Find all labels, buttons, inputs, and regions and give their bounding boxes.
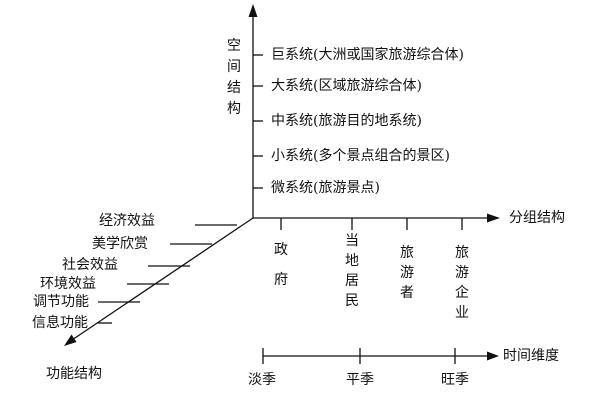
function-economic: 经济效益: [99, 213, 155, 229]
group-tourism-enterprises-text: 旅游企业: [455, 245, 469, 321]
spatial-level-medium: 中系统(旅游目的地系统): [271, 113, 422, 129]
group-government: 政 府: [273, 235, 302, 295]
spatial-level-micro: 微系统(旅游景点): [271, 180, 380, 196]
spatial-axis-title-text: 空间结构: [227, 38, 241, 117]
function-social: 社会效益: [62, 257, 118, 273]
time-arrowhead: [487, 351, 499, 361]
spatial-axis-title: 空间结构: [226, 36, 242, 120]
spatial-level-giant: 巨系统(大洲或国家旅游综合体): [271, 47, 464, 63]
function-aesthetic: 美学欣赏: [92, 236, 148, 252]
season-low: 淡季: [248, 372, 276, 388]
time-axis-title: 时间维度: [503, 348, 559, 364]
group-local-residents-text: 当地居民: [345, 233, 359, 309]
spatial-level-small: 小系统(多个景点组合的景区): [271, 148, 450, 164]
function-environmental: 环境效益: [40, 276, 96, 292]
group-tourists: 旅游者: [399, 243, 415, 303]
grouping-arrowhead: [487, 213, 500, 223]
group-tourists-text: 旅游者: [400, 245, 414, 301]
functional-axis-line: [71, 217, 254, 341]
group-tourism-enterprises: 旅游企业: [454, 243, 470, 323]
spatial-arrowhead: [248, 4, 258, 17]
group-local-residents: 当地居民: [344, 231, 360, 311]
group-government-text: 政 府: [274, 242, 302, 288]
season-mid: 平季: [346, 372, 374, 388]
functional-arrowhead: [64, 334, 77, 346]
function-information: 信息功能: [32, 315, 88, 331]
grouping-axis-title: 分组结构: [509, 210, 565, 226]
function-regulation: 调节功能: [33, 294, 89, 310]
season-peak: 旺季: [441, 372, 469, 388]
functional-axis-title: 功能结构: [46, 366, 102, 382]
spatial-level-large: 大系统(区域旅游综合体): [271, 78, 422, 94]
